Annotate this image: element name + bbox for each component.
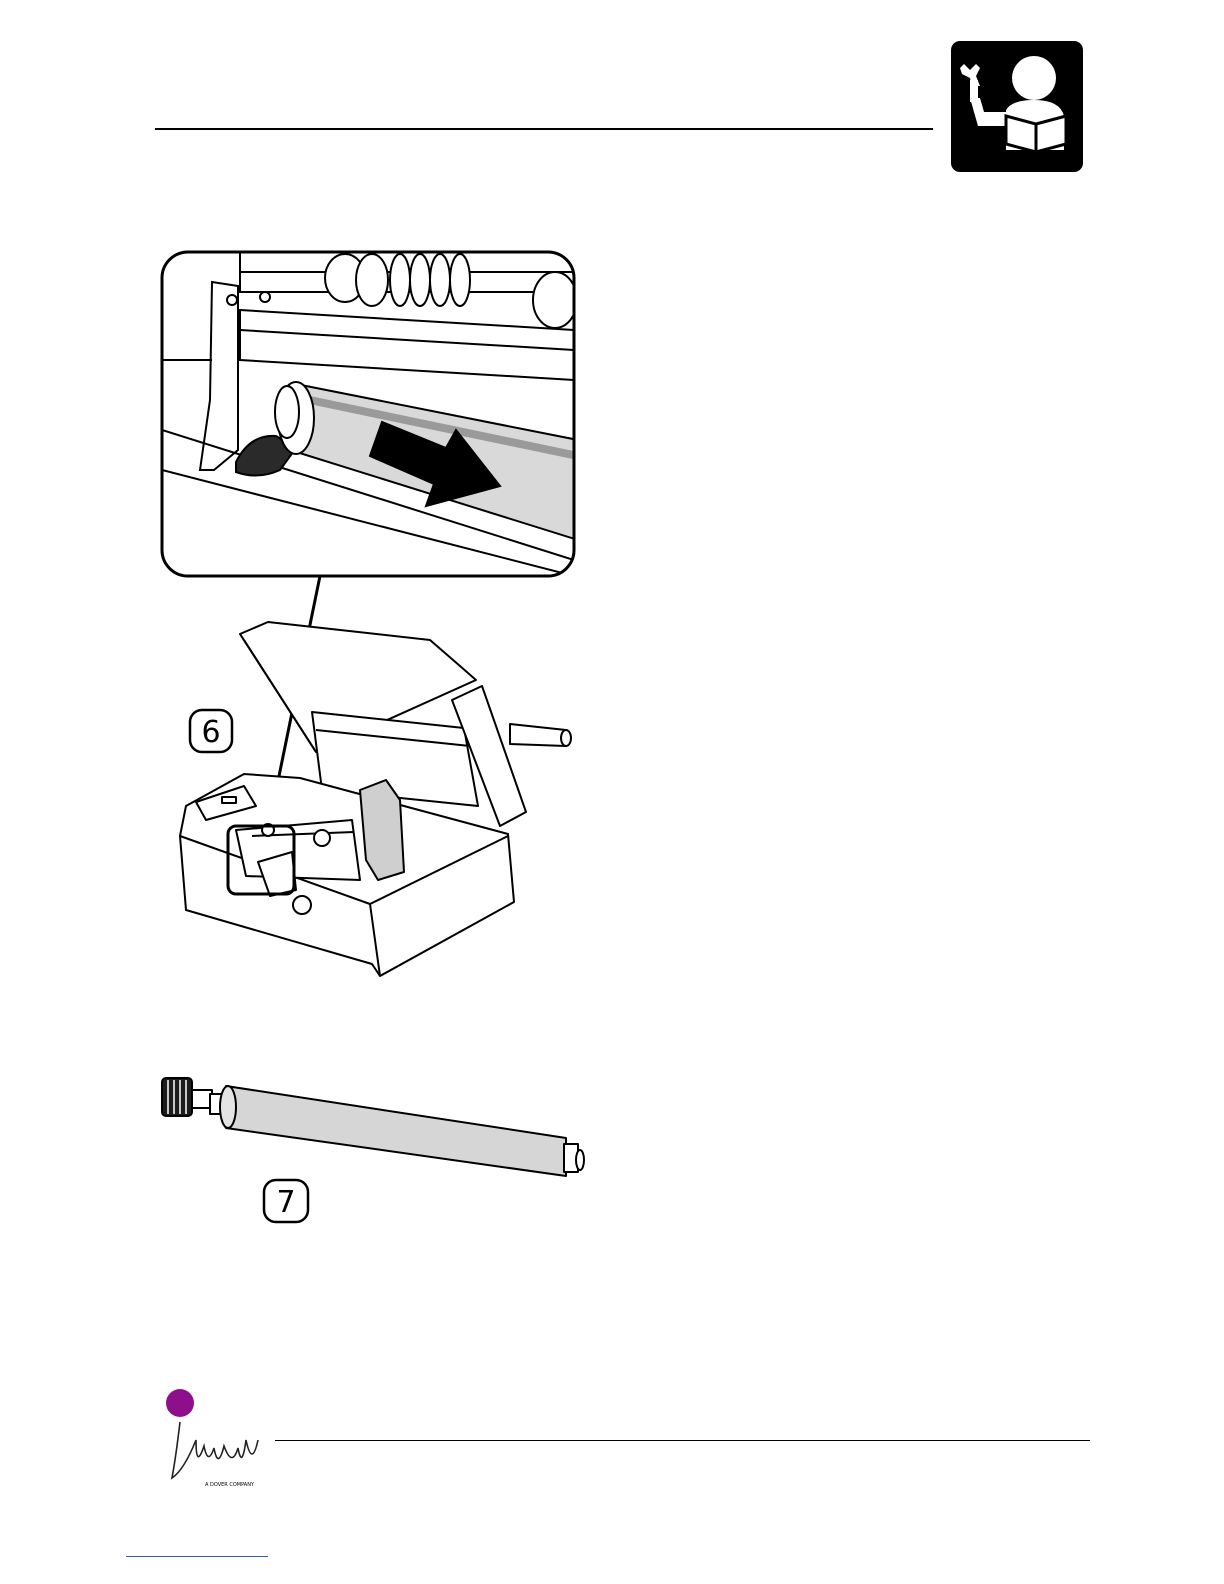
bottom-link-underline [126,1556,268,1557]
footer-rule [275,1440,1090,1441]
imaje-logo: A DOVER COMPANY [166,1389,258,1488]
logo-tagline: A DOVER COMPANY [205,1482,255,1488]
printer-illustration [180,622,571,976]
detail-callout [162,252,580,576]
step-7-number: 7 [276,1185,295,1220]
step-6-number: 6 [201,715,220,750]
roller-illustration [162,1078,584,1176]
step-6-label: 6 [190,710,232,752]
step-7-label: 7 [264,1180,308,1222]
logo-dot [166,1389,194,1417]
